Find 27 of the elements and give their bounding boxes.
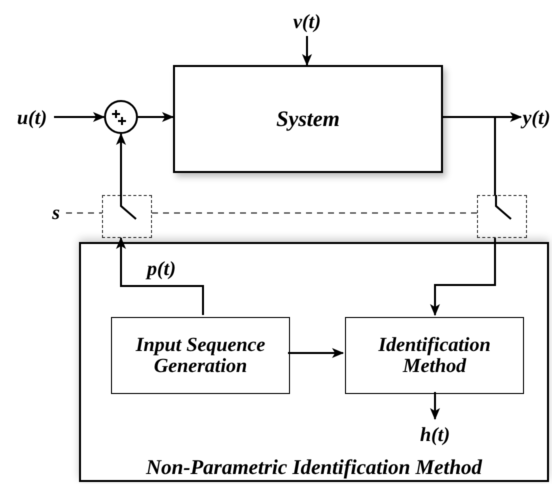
switch-box [477,195,527,238]
signal-label: u(t) [17,108,47,128]
dashed-line [66,212,102,214]
signal-label: v(t) [293,12,321,32]
arrow [288,348,344,358]
arrow [302,36,312,66]
arrow [116,237,204,315]
edge-label: p(t) [145,259,178,279]
signal-label: s [52,202,60,224]
arrow [430,392,440,420]
signal-label: h(t) [420,424,450,446]
arrow [54,112,105,122]
switch-box [102,195,152,238]
signal-label: y(t) [522,108,550,128]
process-box [173,65,443,173]
arrow [430,238,496,316]
box-label: Identification Method [377,334,492,376]
box-label: Input Sequence Generation [134,334,266,376]
summing-junction [104,100,138,134]
group-title: Non-Parametric Identification Method [146,456,482,478]
process-box [345,317,524,394]
dashed-line [152,212,477,214]
arrow [116,133,126,195]
group-box [79,242,549,482]
process-box [111,317,290,394]
box-label: System [276,107,340,131]
arrow [138,112,174,122]
